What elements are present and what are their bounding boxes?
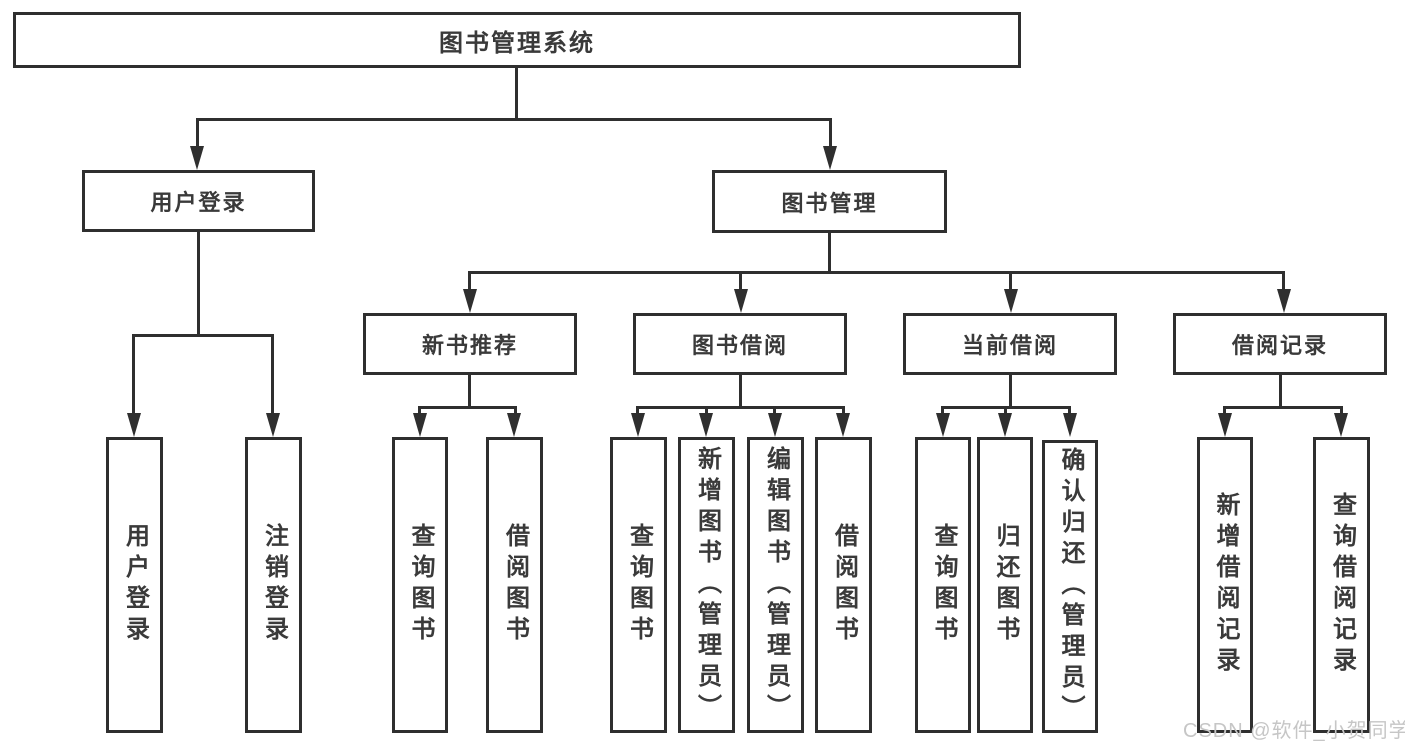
connector-line	[1282, 271, 1285, 293]
arrow-head-icon	[127, 413, 141, 437]
leaf-user-login: 用户登录	[106, 437, 163, 733]
leaf-logout: 注销登录	[245, 437, 302, 733]
leaf-recommend-borrow-books-label: 借阅图书	[501, 523, 529, 647]
arrow-head-icon	[1334, 413, 1348, 437]
arrow-head-icon	[1063, 413, 1077, 437]
connector-line	[842, 406, 845, 416]
leaf-add-borrow-record: 新增借阅记录	[1197, 437, 1253, 733]
arrow-head-icon	[768, 413, 782, 437]
arrow-head-icon	[266, 413, 280, 437]
connector-line	[1004, 406, 1007, 416]
connector-line	[468, 271, 471, 293]
connector-line	[636, 406, 845, 409]
connector-line	[1223, 406, 1343, 409]
leaf-logout-label: 注销登录	[260, 523, 288, 647]
leaf-confirm-return-admin: 确认归还（管理员）	[1042, 440, 1098, 733]
leaf-borrow-query-books-label: 查询图书	[625, 523, 653, 647]
arrow-head-icon	[190, 146, 204, 170]
leaf-borrow-books-label: 借阅图书	[830, 523, 858, 647]
arrow-head-icon	[998, 413, 1012, 437]
connector-line	[1279, 375, 1282, 409]
leaf-current-query-books-label: 查询图书	[930, 523, 957, 647]
connector-line	[196, 118, 832, 121]
leaf-recommend-query-books: 查询图书	[392, 437, 448, 733]
connector-line	[468, 375, 471, 409]
node-current-borrow-label: 当前借阅	[961, 333, 1058, 358]
connector-line	[1009, 375, 1012, 409]
connector-line	[829, 118, 832, 152]
csdn-watermark: CSDN @软件_小贺同学	[1183, 720, 1405, 742]
node-book-borrow: 图书借阅	[633, 313, 847, 375]
connector-line	[828, 233, 831, 274]
leaf-borrow-query-books: 查询图书	[610, 437, 667, 733]
connector-line	[418, 406, 421, 416]
connector-line	[739, 271, 742, 293]
arrow-head-icon	[631, 413, 645, 437]
node-user-login-label: 用户登录	[150, 190, 247, 215]
connector-line	[636, 406, 639, 416]
node-root: 图书管理系统	[13, 12, 1021, 68]
leaf-query-borrow-record-label: 查询借阅记录	[1328, 492, 1356, 678]
connector-line	[1068, 406, 1071, 416]
leaf-add-books-admin-label: 新增图书（管理员）	[693, 445, 721, 725]
arrow-head-icon	[936, 413, 950, 437]
leaf-confirm-return-admin-label: 确认归还（管理员）	[1057, 447, 1084, 726]
connector-line	[1223, 406, 1226, 416]
leaf-user-login-label: 用户登录	[121, 523, 149, 647]
node-root-label: 图书管理系统	[439, 29, 595, 57]
node-user-login: 用户登录	[82, 170, 315, 232]
arrow-head-icon	[836, 413, 850, 437]
arrow-head-icon	[413, 413, 427, 437]
leaf-recommend-borrow-books: 借阅图书	[486, 437, 543, 733]
node-new-book-recommend: 新书推荐	[363, 313, 577, 375]
arrow-head-icon	[699, 413, 713, 437]
connector-line	[132, 334, 274, 337]
arrow-head-icon	[1218, 413, 1232, 437]
arrow-head-icon	[734, 289, 748, 313]
connector-line	[1009, 271, 1012, 293]
leaf-query-borrow-record: 查询借阅记录	[1313, 437, 1370, 733]
node-borrow-records: 借阅记录	[1173, 313, 1387, 375]
leaf-return-books: 归还图书	[977, 437, 1033, 733]
node-book-management: 图书管理	[712, 170, 947, 233]
connector-line	[941, 406, 944, 416]
leaf-recommend-query-books-label: 查询图书	[407, 523, 434, 647]
connector-line	[705, 406, 708, 416]
node-current-borrow: 当前借阅	[903, 313, 1117, 375]
leaf-current-query-books: 查询图书	[915, 437, 971, 733]
node-book-management-label: 图书管理	[781, 190, 878, 216]
arrow-head-icon	[823, 146, 837, 170]
node-book-borrow-label: 图书借阅	[691, 333, 788, 358]
connector-line	[514, 406, 517, 416]
connector-line	[1340, 406, 1343, 416]
connector-line	[418, 406, 517, 409]
leaf-borrow-books: 借阅图书	[815, 437, 872, 733]
connector-line	[271, 334, 274, 416]
node-new-book-recommend-label: 新书推荐	[421, 333, 518, 358]
connector-line	[773, 406, 776, 416]
leaf-add-books-admin: 新增图书（管理员）	[678, 437, 735, 733]
leaf-edit-books-admin-label: 编辑图书（管理员）	[762, 445, 790, 725]
connector-line	[196, 118, 199, 152]
leaf-add-borrow-record-label: 新增借阅记录	[1212, 492, 1239, 678]
connector-line	[739, 375, 742, 409]
arrow-head-icon	[1277, 289, 1291, 313]
leaf-edit-books-admin: 编辑图书（管理员）	[747, 437, 804, 733]
connector-line	[468, 271, 1285, 274]
connector-line	[132, 334, 135, 416]
connector-line	[515, 68, 518, 121]
arrow-head-icon	[507, 413, 521, 437]
arrow-head-icon	[463, 289, 477, 313]
leaf-return-books-label: 归还图书	[992, 523, 1019, 647]
node-borrow-records-label: 借阅记录	[1231, 333, 1328, 358]
connector-line	[197, 232, 200, 337]
arrow-head-icon	[1004, 289, 1018, 313]
